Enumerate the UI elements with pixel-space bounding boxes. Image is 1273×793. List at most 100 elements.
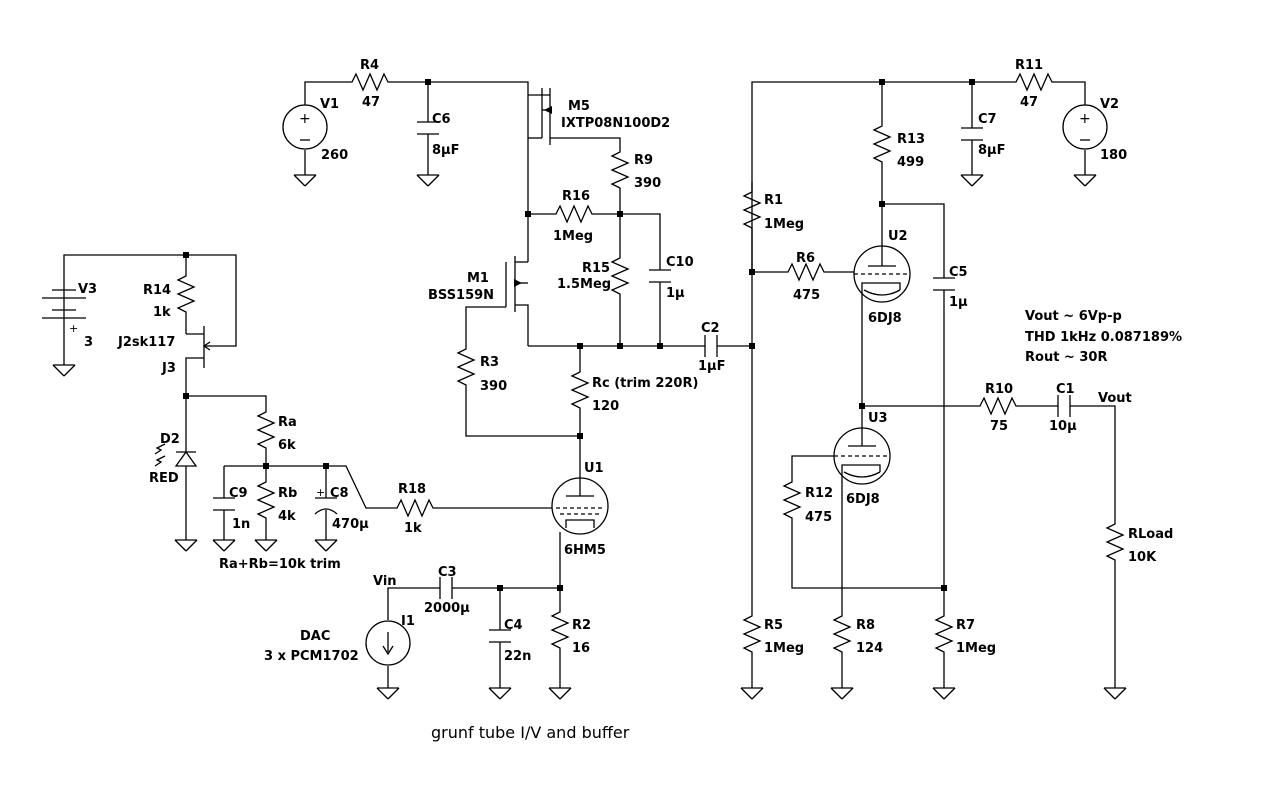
v2-name: V2 — [1100, 97, 1119, 112]
m5-value: IXTP08N100D2 — [561, 116, 670, 131]
r3-name: R3 — [480, 355, 499, 370]
ground-icon — [740, 687, 764, 700]
ra-value: 6k — [278, 438, 296, 453]
r18-symbol — [393, 498, 437, 518]
c2-name: C2 — [701, 321, 720, 336]
ground-icon — [1103, 687, 1127, 700]
r5-symbol — [742, 612, 762, 656]
c1-value: 10µ — [1049, 419, 1077, 434]
c9-value: 1n — [232, 517, 250, 532]
r8-symbol — [832, 612, 852, 656]
m5-symbol — [528, 88, 552, 145]
rc-name: Rc (trim 220R) — [592, 376, 698, 391]
r15-name: R15 — [582, 261, 610, 276]
c10-name: C10 — [666, 255, 694, 270]
r18-name: R18 — [398, 482, 426, 497]
c3-value: 2000µ — [424, 601, 470, 616]
u3-tube-symbol — [833, 427, 891, 485]
svg-text:+: + — [299, 111, 311, 127]
dac-label-line1: DAC — [300, 629, 330, 644]
v1-name: V1 — [320, 97, 339, 112]
source-symbols: + + + — [42, 104, 1108, 666]
rload-name: RLoad — [1128, 527, 1173, 542]
r5-name: R5 — [764, 618, 783, 633]
rload-value: 10K — [1128, 550, 1157, 565]
v3-battery-symbol: + — [42, 289, 86, 335]
ground-icon — [1073, 174, 1097, 187]
r1-value: 1Meg — [764, 217, 804, 232]
d2-value: RED — [149, 471, 179, 486]
r12-value: 475 — [805, 510, 832, 525]
ground-icon — [960, 174, 984, 187]
r12-name: R12 — [805, 486, 833, 501]
j3-symbol — [202, 326, 212, 368]
ground-icon — [314, 539, 338, 552]
c5-name: C5 — [949, 265, 968, 280]
c4-name: C4 — [504, 618, 523, 633]
u2-value: 6DJ8 — [868, 311, 902, 326]
j3-name: J3 — [161, 361, 176, 376]
r12-symbol — [782, 478, 802, 522]
r11-symbol — [1012, 72, 1056, 92]
ground-icon — [416, 174, 440, 187]
d2-symbol — [154, 443, 198, 467]
r8-name: R8 — [856, 618, 875, 633]
trim-note: Ra+Rb=10k trim — [219, 557, 341, 572]
note-rout: Rout ~ 30R — [1025, 350, 1107, 365]
r3-symbol — [456, 345, 476, 390]
c2-value: 1µF — [698, 359, 726, 374]
v2-value: 180 — [1100, 148, 1127, 163]
r15-symbol — [610, 252, 630, 298]
net-label-vout: Vout — [1098, 391, 1132, 406]
c4-value: 22n — [504, 649, 531, 664]
v3-value: 3 — [84, 335, 93, 350]
r6-symbol — [784, 262, 828, 282]
i1-name: I1 — [401, 614, 415, 629]
r3-value: 390 — [480, 379, 507, 394]
c10-value: 1µ — [666, 286, 685, 301]
r13-symbol — [872, 122, 892, 166]
r13-name: R13 — [897, 132, 925, 147]
wires — [63, 81, 1116, 688]
c3-name: C3 — [438, 565, 457, 580]
c8-symbol: + — [314, 486, 338, 515]
r4-symbol — [348, 72, 392, 92]
r9-symbol — [610, 148, 630, 192]
ground-icon — [548, 687, 572, 700]
rc-symbol — [570, 368, 590, 412]
component-labels: V1 260 V2 180 V3 3 I1 DAC 3 x PCM1702 R4… — [78, 58, 1182, 664]
v1-value: 260 — [321, 148, 348, 163]
r13-value: 499 — [897, 155, 924, 170]
r10-symbol — [976, 396, 1020, 416]
r7-name: R7 — [956, 618, 975, 633]
c3-symbol — [439, 577, 453, 599]
m1-name: M1 — [467, 271, 489, 286]
rb-name: Rb — [278, 486, 297, 501]
u3-name: U3 — [868, 411, 888, 426]
c7-value: 8µF — [978, 143, 1006, 158]
ground-icon — [212, 539, 236, 552]
r6-name: R6 — [796, 251, 815, 266]
c6-symbol — [417, 121, 439, 135]
r16-name: R16 — [562, 189, 590, 204]
r15-value: 1.5Meg — [557, 277, 611, 292]
ground-icon — [52, 364, 76, 377]
r1-name: R1 — [764, 193, 783, 208]
j3-value: J2sk117 — [117, 335, 175, 350]
rload-symbol — [1105, 520, 1125, 564]
c2-symbol — [704, 335, 718, 357]
svg-text:+: + — [1079, 111, 1091, 127]
r2-name: R2 — [572, 618, 591, 633]
c1-symbol — [1057, 395, 1071, 417]
c1-name: C1 — [1056, 382, 1075, 397]
r9-name: R9 — [634, 153, 653, 168]
u1-tube-symbol — [551, 477, 609, 535]
dac-label-line2: 3 x PCM1702 — [264, 649, 359, 664]
ground-icon — [830, 687, 854, 700]
net-label-vin: Vin — [373, 574, 397, 589]
capacitor-bodies: + — [213, 121, 1071, 643]
ground-icon — [488, 687, 512, 700]
u3-value: 6DJ8 — [846, 492, 880, 507]
c6-name: C6 — [432, 112, 451, 127]
ra-symbol — [256, 408, 276, 452]
